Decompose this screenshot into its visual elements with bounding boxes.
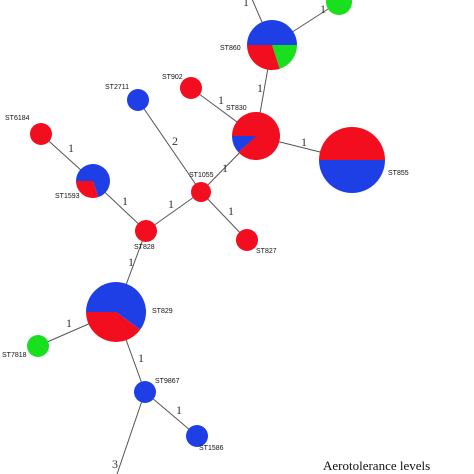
edge-label: 1 <box>257 81 263 95</box>
pie-slice <box>319 127 385 160</box>
node-ST7818 <box>27 335 49 357</box>
pie-slice <box>272 45 297 69</box>
edge-ST9867-bottom-offscreen <box>116 391 146 474</box>
node-ST830 <box>232 112 281 161</box>
edge-label: 1 <box>66 316 72 330</box>
edge-label: 1 <box>228 204 234 218</box>
node-top-a <box>326 0 352 15</box>
node-ST827 <box>236 229 258 251</box>
edge-label: 2 <box>172 134 178 148</box>
edge-label: 1 <box>218 93 224 107</box>
node-ST902 <box>180 77 202 99</box>
edge-label: 3 <box>112 457 118 471</box>
nodes-layer <box>27 0 385 447</box>
edge-label: 1 <box>128 255 134 269</box>
node-label-ST827: ST827 <box>256 248 277 255</box>
edge-label: 1 <box>320 2 326 16</box>
legend-title: Aerotolerance levels <box>323 458 431 473</box>
node-label-ST902: ST902 <box>162 74 183 81</box>
node-label-ST855: ST855 <box>388 170 409 177</box>
node-ST829 <box>86 282 146 342</box>
pie-slice <box>232 136 256 153</box>
edges-layer <box>37 0 353 474</box>
node-label-ST830: ST830 <box>226 105 247 112</box>
node-ST855 <box>319 127 385 193</box>
node-label-ST1586: ST1586 <box>199 445 224 452</box>
pie-slice <box>180 77 202 99</box>
pie-slice <box>86 312 141 342</box>
node-label-ST1593: ST1593 <box>55 193 80 200</box>
pie-slice <box>247 20 297 45</box>
node-ST9867 <box>134 381 156 403</box>
edge-label: 1 <box>168 197 174 211</box>
edge-ST9867-ST1586 <box>144 391 198 437</box>
edge-label: 1 <box>222 161 228 175</box>
pie-slice <box>134 381 156 403</box>
node-label-ST9867: ST9867 <box>155 378 180 385</box>
pie-slice <box>326 0 352 15</box>
pie-slice <box>247 45 280 70</box>
pie-slice <box>127 89 149 111</box>
pie-slice <box>135 220 157 242</box>
node-label-ST829: ST829 <box>152 308 173 315</box>
edge-label: 1 <box>138 351 144 365</box>
node-label-ST7818: ST7818 <box>2 352 27 359</box>
pie-slice <box>30 123 52 145</box>
edge-label: 1 <box>243 0 249 9</box>
edge-ST1055-ST828 <box>145 191 202 232</box>
pie-slice <box>27 335 49 357</box>
pie-slice <box>319 160 385 193</box>
node-ST1586 <box>186 425 208 447</box>
node-label-ST860: ST860 <box>220 45 241 52</box>
edge-label: 1 <box>68 141 74 155</box>
pie-slice <box>236 229 258 251</box>
node-label-ST1055: ST1055 <box>189 172 214 179</box>
node-labels-layer: ST860ST902ST2711ST830ST855ST6184ST1593ST… <box>2 45 409 452</box>
pie-slice <box>232 112 281 161</box>
edge-label: 1 <box>176 403 182 417</box>
node-ST6184 <box>30 123 52 145</box>
pie-slice <box>86 282 146 330</box>
edge-label: 1 <box>301 135 307 149</box>
node-ST860 <box>247 20 297 70</box>
edge-ST1055-ST827 <box>200 191 248 241</box>
pie-slice <box>186 425 208 447</box>
node-ST828 <box>135 220 157 242</box>
node-label-ST828: ST828 <box>134 244 155 251</box>
pie-slice <box>76 181 99 198</box>
edge-label: 1 <box>122 194 128 208</box>
node-label-ST2711: ST2711 <box>105 84 129 91</box>
pie-slice <box>76 164 110 198</box>
edge-labels-layer: 1 1 1 1 1 1 2 1 1 1 1 1 1 1 1 3 <box>66 0 326 471</box>
edge-ST2711-ST1055 <box>137 99 202 193</box>
node-ST1055 <box>191 182 211 202</box>
node-ST2711 <box>127 89 149 111</box>
node-ST1593 <box>76 164 110 198</box>
pie-slice <box>191 182 211 202</box>
node-label-ST6184: ST6184 <box>5 115 30 122</box>
